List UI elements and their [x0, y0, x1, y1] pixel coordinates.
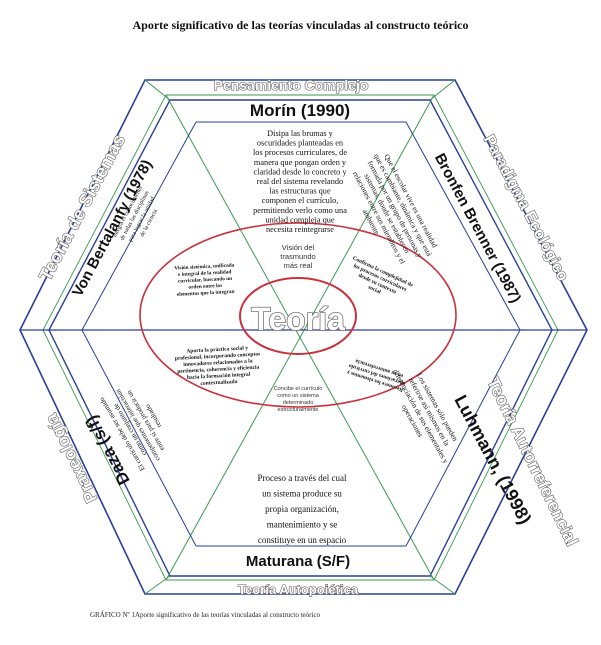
sector-text-top-line: unidad compleja que	[265, 215, 334, 224]
inner-ellipse	[239, 277, 357, 355]
inner-text-bottom-left-line: innovadores relacionados a la	[183, 358, 253, 368]
ring-text-bottom-line: estructuralmente	[278, 407, 319, 413]
sector-text-bottom-line: propia organización,	[265, 504, 339, 514]
author-bottom: Maturana (S/F)	[246, 553, 350, 570]
author-band-top-right	[405, 121, 521, 331]
inner-text-bottom-right: Reconoce los elementos yoperaciones del …	[346, 356, 409, 393]
inner-text-top-left-line: orden entre los	[188, 283, 222, 291]
sector-text-top-line: necesita reintegrarse	[266, 225, 334, 234]
ring-text-bottom-line: Concibe el currículo	[274, 386, 323, 392]
sector-text-top-line: componen el currículo,	[262, 196, 339, 205]
sector-text-bottom: Proceso a través del cual un sistema prod…	[258, 473, 347, 545]
inner-text-top-left-line: Visión sistémica, unificada	[174, 262, 235, 271]
sector-text-bottom-line: constituye en un espacio	[258, 535, 347, 545]
sector-text-bottom-line: mantenimiento y se	[267, 520, 337, 530]
sector-text-bottom-line: Proceso a través del cual	[258, 473, 347, 483]
ring-text-bottom-line: como un sistema	[277, 393, 320, 399]
outer-label-bottom: Teoría Autopoiética	[238, 582, 359, 597]
sector-text-top-line: los procesos curriculares, de	[253, 148, 347, 157]
inner-text-bottom-left-line: pertinencia, coherencia y eficiencia	[177, 365, 260, 375]
ring-text-bottom-line: determinado	[283, 400, 314, 406]
inner-text-top-left-line: e integral de la realidad	[178, 269, 232, 278]
sector-text-top-line: oscuridades planteadas en	[257, 139, 344, 148]
inner-text-top-right-line: social	[367, 284, 382, 295]
inner-text-top-left-line: elementos que la integran	[177, 289, 235, 298]
sector-text-top-line: manera que pongan orden y	[254, 158, 347, 167]
author-band-bottom-left	[81, 329, 197, 547]
inner-text-bottom-left: Aporta la práctica social yprofesional, …	[174, 345, 261, 388]
inner-text-top-left-line: curricular, buscando un	[178, 276, 232, 285]
sector-text-top-line: Disipa las brumas y	[267, 129, 334, 138]
spoke-line	[165, 94, 435, 581]
author-top: Morín (1990)	[250, 101, 350, 120]
ring-text-top-line: más real	[284, 261, 313, 270]
outer-label-top: Pensamiento Complejo	[214, 77, 369, 93]
corner-line	[144, 79, 171, 101]
inner-text-bottom-left-line: contextualizada	[200, 379, 237, 387]
ring-text-top-line: trasmundo	[280, 252, 315, 261]
figure-caption: GRÁFICO Nº 1Aporte significativo de las …	[90, 611, 321, 619]
sector-text-top-line: claridad desde lo concreto y	[253, 167, 347, 176]
author-band-bottom-right	[405, 329, 521, 547]
inner-text-bottom-left-line: hacia la formación integral	[187, 372, 251, 381]
inner-text-bottom-left-line: profesional, incorporando conceptos	[175, 351, 261, 361]
corner-line	[144, 575, 171, 595]
sector-text-top-line: real del sistema revelando	[257, 177, 343, 186]
sector-text-bottom-line: un sistema produce su	[262, 489, 342, 499]
page-title: Aporte significativo de las teorías vinc…	[132, 18, 469, 32]
sector-text-top-line: las estructuras que	[269, 187, 331, 196]
sector-text-top-line: permitiendo verlo como una	[253, 206, 347, 215]
corner-line	[429, 79, 456, 101]
outer-ellipse	[139, 222, 457, 408]
inner-text-top-left: Visión sistémica, unificadae integral de…	[174, 262, 236, 298]
inner-text-bottom-left-line: Aporta la práctica social y	[186, 345, 248, 354]
center-label: Teoría	[251, 301, 345, 337]
author-band-top-left	[81, 121, 197, 331]
ring-text-top-line: Visión del	[282, 243, 315, 252]
corner-line	[429, 575, 456, 595]
